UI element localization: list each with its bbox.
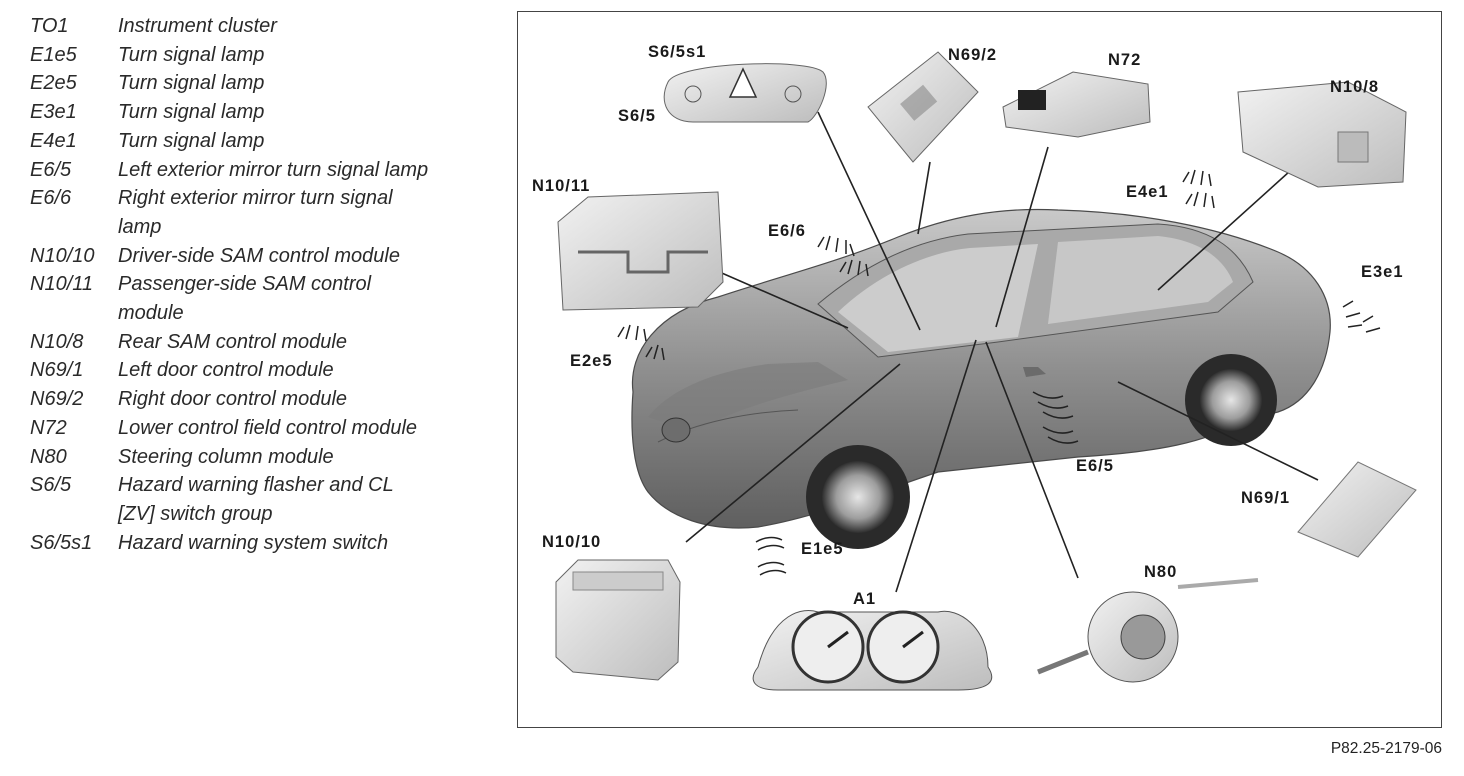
- legend-code: E6/5: [30, 158, 72, 181]
- legend-row: S6/5 Hazard warning flasher and CL [ZV] s…: [30, 471, 480, 528]
- callout-n10-10: N10/10: [542, 533, 602, 551]
- legend-row: E1e5 Turn signal lamp: [30, 41, 480, 70]
- legend-desc: Passenger-side SAM control module: [118, 273, 372, 325]
- legend-row: N69/2 Right door control module: [30, 385, 480, 414]
- instrument-cluster-part: [752, 610, 993, 691]
- legend-code: N72: [30, 416, 67, 439]
- legend-code: E2e5: [30, 72, 77, 95]
- callout-s6-5s1: S6/5s1: [648, 43, 707, 61]
- legend-desc: Right exterior mirror turn signal lamp: [118, 187, 393, 238]
- callout-n69-2: N69/2: [948, 46, 998, 64]
- legend-row: N80 Steering column module: [30, 443, 480, 472]
- component-location-diagram: S6/5s1 S6/5 N69/2 N72 N10/8 N10/11 E6/6 …: [517, 11, 1442, 728]
- steering-column-module-part: [1037, 578, 1259, 683]
- callout-e2e5: E2e5: [570, 352, 613, 370]
- lamp-ray-symbols: [617, 169, 1381, 576]
- passenger-sam-module-part: [557, 191, 724, 311]
- car-illustration: [631, 208, 1331, 549]
- right-door-module-part: [867, 51, 979, 163]
- legend-desc: Steering column module: [118, 445, 334, 468]
- callout-n10-11: N10/11: [532, 177, 591, 195]
- left-door-module-part: [1297, 461, 1417, 558]
- legend-code: E3e1: [30, 101, 77, 124]
- callout-e4e1: E4e1: [1126, 183, 1169, 201]
- callout-s6-5: S6/5: [618, 107, 656, 125]
- legend-row: S6/5s1 Hazard warning system switch: [30, 529, 480, 558]
- legend-code: N10/11: [30, 273, 94, 296]
- legend-desc: Driver-side SAM control module: [118, 244, 400, 267]
- callout-e3e1: E3e1: [1361, 263, 1404, 281]
- driver-sam-module-part: [555, 559, 681, 681]
- legend-row: N10/8 Rear SAM control module: [30, 328, 480, 357]
- callout-e6-5: E6/5: [1076, 457, 1114, 475]
- legend-desc: Instrument cluster: [118, 15, 277, 37]
- legend-code: TO1: [30, 15, 69, 37]
- legend-desc: Turn signal lamp: [118, 43, 265, 66]
- legend-desc: Rear SAM control module: [118, 330, 347, 353]
- lower-control-field-module-part: [1002, 71, 1151, 138]
- legend-code: S6/5: [30, 474, 72, 497]
- legend-desc: Hazard warning flasher and CL [ZV] switc…: [118, 474, 394, 525]
- callout-a1: A1: [853, 590, 877, 608]
- legend-row: E6/5 Left exterior mirror turn signal lam…: [30, 156, 480, 185]
- figure-reference-number: P82.25-2179-06: [1330, 740, 1442, 757]
- legend-row: N72 Lower control field control module: [30, 414, 480, 443]
- callout-n69-1: N69/1: [1241, 489, 1291, 507]
- legend-code: E4e1: [30, 129, 77, 152]
- legend-code: N10/8: [30, 330, 84, 353]
- legend-code: N69/2: [30, 388, 84, 411]
- legend-code: E1e5: [30, 43, 77, 66]
- legend-code: N80: [30, 445, 67, 468]
- legend-desc: Right door control module: [118, 388, 348, 411]
- diagram-artwork: [555, 51, 1417, 691]
- legend-code: E6/6: [30, 187, 72, 210]
- leader-lines: [685, 111, 1319, 593]
- callout-e6-6: E6/6: [768, 222, 806, 240]
- legend-row: TO1 Instrument cluster: [30, 12, 480, 41]
- legend-row: E6/6 Right exterior mirror turn signal la…: [30, 184, 480, 241]
- legend-row: E2e5 Turn signal lamp: [30, 69, 480, 98]
- legend-row: E3e1 Turn signal lamp: [30, 98, 480, 127]
- legend-code: S6/5s1: [30, 531, 93, 554]
- legend-desc: Turn signal lamp: [118, 101, 265, 124]
- legend-code: N69/1: [30, 359, 84, 382]
- legend-desc: Left exterior mirror turn signal lamp: [118, 158, 429, 181]
- callout-e1e5: E1e5: [801, 540, 844, 558]
- legend-row: N69/1 Left door control module: [30, 356, 480, 385]
- legend-row: E4e1 Turn signal lamp: [30, 127, 480, 156]
- legend-row: N10/10 Driver-side SAM control module: [30, 242, 480, 271]
- callout-n10-8: N10/8: [1330, 78, 1380, 96]
- hazard-switch-group-part: [663, 63, 827, 123]
- legend-row: N10/11 Passenger-side SAM control module: [30, 270, 480, 327]
- legend-desc: Turn signal lamp: [118, 72, 265, 95]
- legend-desc: Lower control field control module: [118, 416, 418, 439]
- legend-desc: Turn signal lamp: [118, 129, 265, 152]
- legend-code: N10/10: [30, 244, 95, 267]
- legend-desc: Left door control module: [118, 359, 334, 382]
- callout-n72: N72: [1108, 51, 1142, 69]
- legend-desc: Hazard warning system switch: [118, 531, 389, 554]
- rear-sam-module-part: [1237, 81, 1407, 188]
- callout-n80: N80: [1144, 563, 1178, 581]
